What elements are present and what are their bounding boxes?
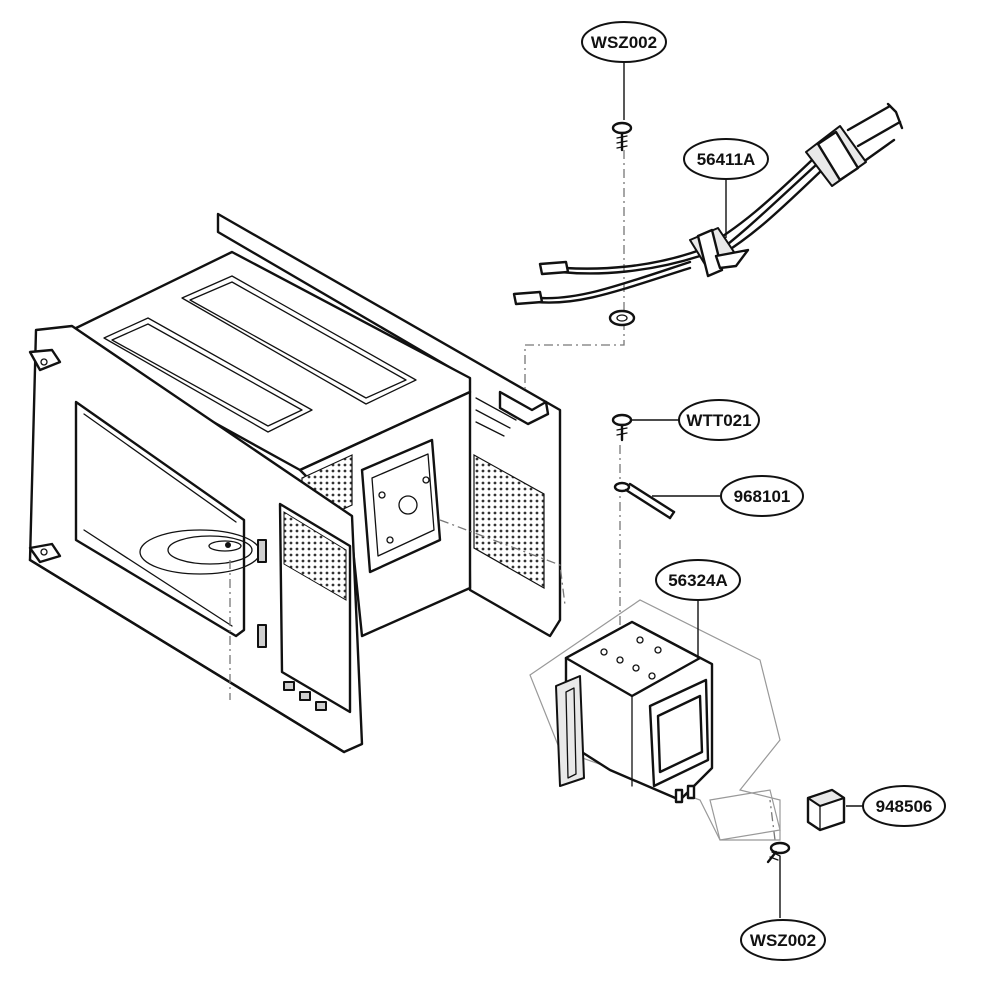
microwave-cavity xyxy=(28,212,562,754)
part-948506 xyxy=(806,788,846,832)
label-948506: 948506 xyxy=(862,785,946,827)
label-wsz002-top-text: WSZ002 xyxy=(591,33,657,52)
label-wsz002-top: WSZ002 xyxy=(581,21,667,63)
label-968101: 968101 xyxy=(720,475,804,517)
label-948506-text: 948506 xyxy=(876,797,933,816)
label-968101-text: 968101 xyxy=(734,487,791,506)
label-wtt021: WTT021 xyxy=(678,399,760,441)
label-wsz002-bottom-text: WSZ002 xyxy=(750,931,816,950)
label-wsz002-bottom: WSZ002 xyxy=(740,919,826,961)
screw-wtt021 xyxy=(611,413,633,442)
label-56324a-text: 56324A xyxy=(668,571,728,590)
part-968101 xyxy=(613,481,676,520)
label-56411a: 56411A xyxy=(683,138,769,180)
power-cord-56411a xyxy=(512,102,904,327)
screw-top-wsz002 xyxy=(611,121,633,152)
label-56324a: 56324A xyxy=(655,559,741,601)
label-56411a-text: 56411A xyxy=(697,150,756,169)
screw-bottom-wsz002 xyxy=(766,841,791,864)
leader-lines xyxy=(623,62,864,918)
assembly-centerlines xyxy=(229,150,776,841)
label-wtt021-text: WTT021 xyxy=(686,411,751,430)
magnetron-56324a xyxy=(529,599,781,841)
